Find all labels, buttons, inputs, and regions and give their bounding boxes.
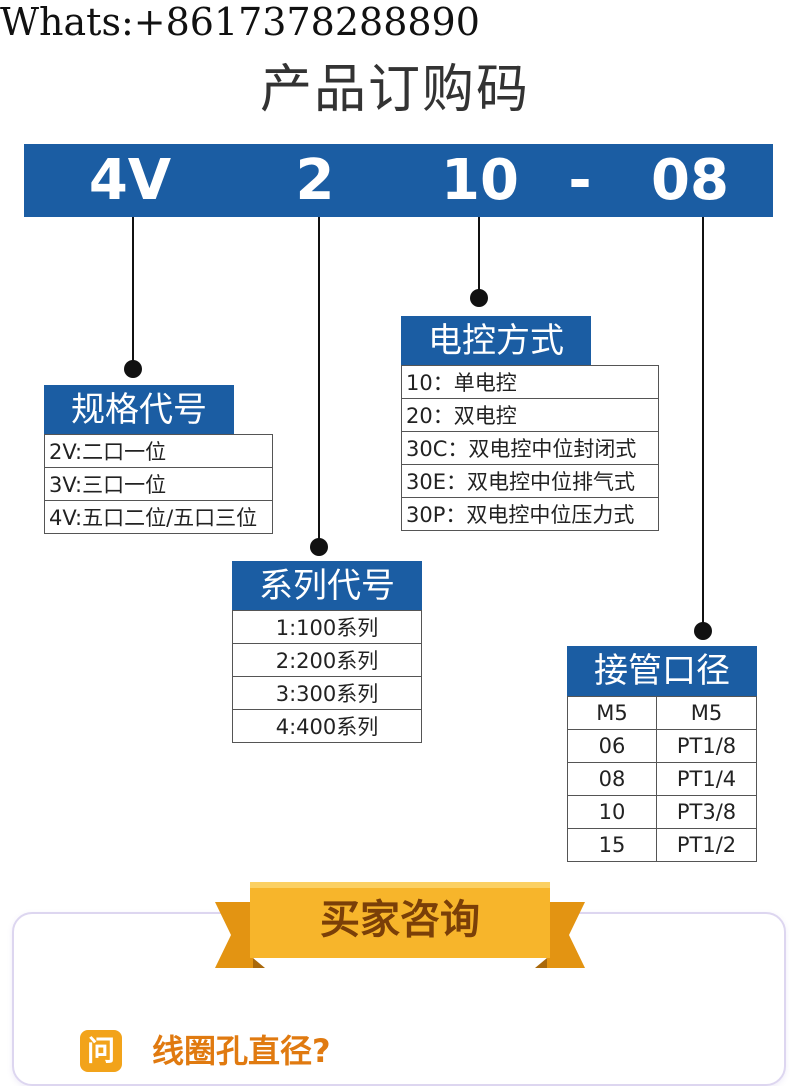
port-header: 接管口径: [567, 646, 757, 696]
connector-line-series: [318, 217, 320, 547]
series-cell: 2:200系列: [232, 643, 422, 677]
code-part-port: 08: [651, 148, 729, 213]
table-row: 2:200系列: [232, 643, 422, 677]
question-text: 线圈孔直径?: [152, 1032, 331, 1070]
consult-banner-title: 买家咨询: [320, 897, 480, 943]
question-icon: 问: [80, 1030, 122, 1072]
table-row: 1:100系列: [232, 610, 422, 644]
spec-header: 规格代号: [44, 385, 234, 435]
port-code-cell: 10: [567, 795, 657, 829]
code-part-model: 4V: [88, 148, 172, 213]
series-header: 系列代号: [232, 561, 422, 611]
control-cell: 30P：双电控中位压力式: [401, 497, 659, 531]
consult-banner: 买家咨询: [215, 880, 585, 970]
spec-table: 2V:二口一位 3V:三口一位 4V:五口二位/五口三位: [44, 434, 273, 534]
port-size-cell: PT1/2: [656, 828, 757, 862]
spec-cell: 4V:五口二位/五口三位: [44, 500, 273, 534]
table-row: 10：单电控: [401, 365, 659, 399]
port-size-cell: PT3/8: [656, 795, 757, 829]
table-row: 4V:五口二位/五口三位: [44, 500, 273, 534]
series-cell: 4:400系列: [232, 709, 422, 743]
table-row: 4:400系列: [232, 709, 422, 743]
table-row: 30C：双电控中位封闭式: [401, 431, 659, 465]
code-part-series: 2: [295, 148, 335, 213]
port-code-cell: M5: [567, 696, 657, 730]
port-size-cell: PT1/4: [656, 762, 757, 796]
port-size-cell: PT1/8: [656, 729, 757, 763]
table-row: 3:300系列: [232, 676, 422, 710]
connector-dot-series: [310, 538, 328, 556]
control-cell: 30E：双电控中位排气式: [401, 464, 659, 498]
connector-line-port: [702, 217, 704, 630]
page-title: 产品订购码: [259, 60, 530, 120]
table-row: 3V:三口一位: [44, 467, 273, 501]
connector-dot-port: [694, 622, 712, 640]
port-size-cell: M5: [656, 696, 757, 730]
connector-line-spec: [132, 217, 134, 369]
series-cell: 3:300系列: [232, 676, 422, 710]
port-code-cell: 08: [567, 762, 657, 796]
table-row: 2V:二口一位: [44, 434, 273, 468]
order-code-bar: [24, 144, 773, 217]
ribbon-shape: [215, 882, 585, 968]
table-row: 20：双电控: [401, 398, 659, 432]
connector-dot-spec: [124, 360, 142, 378]
code-separator: -: [568, 148, 592, 213]
control-table: 10：单电控 20：双电控 30C：双电控中位封闭式 30E：双电控中位排气式 …: [401, 365, 659, 531]
control-header: 电控方式: [401, 316, 591, 366]
port-code-cell: 06: [567, 729, 657, 763]
control-cell: 30C：双电控中位封闭式: [401, 431, 659, 465]
control-cell: 20：双电控: [401, 398, 659, 432]
series-cell: 1:100系列: [232, 610, 422, 644]
code-part-control: 10: [441, 148, 519, 213]
connector-dot-control: [470, 289, 488, 307]
table-row: 30E：双电控中位排气式: [401, 464, 659, 498]
spec-cell: 3V:三口一位: [44, 467, 273, 501]
control-cell: 10：单电控: [401, 365, 659, 399]
spec-cell: 2V:二口一位: [44, 434, 273, 468]
table-row: 30P：双电控中位压力式: [401, 497, 659, 531]
series-table: 1:100系列 2:200系列 3:300系列 4:400系列: [232, 610, 422, 743]
port-code-cell: 15: [567, 828, 657, 862]
contact-text: Whats:+8617378288890: [0, 0, 480, 44]
connector-line-control: [478, 217, 480, 299]
